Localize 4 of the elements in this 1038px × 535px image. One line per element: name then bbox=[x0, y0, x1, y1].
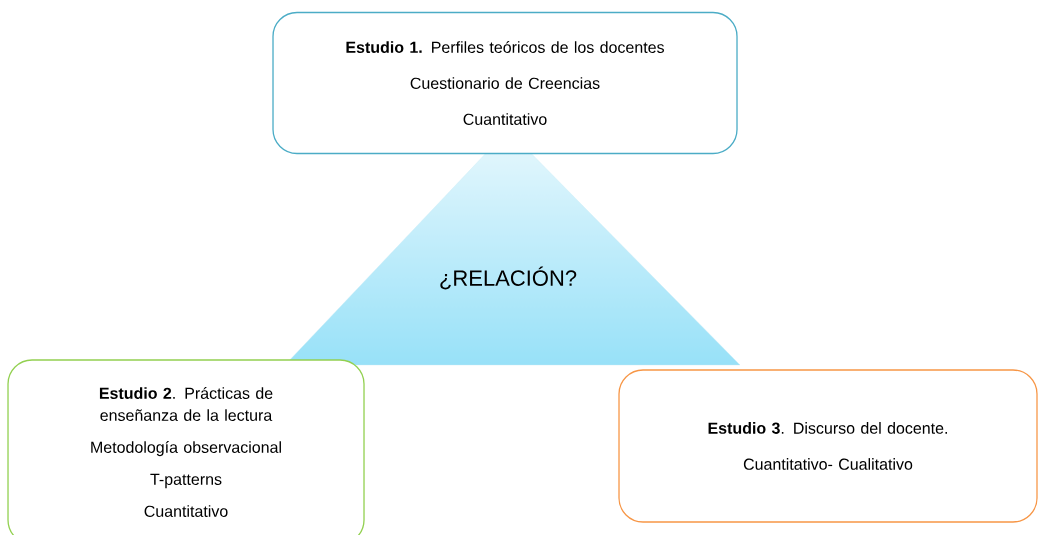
triangle: ¿RELACIÓN? bbox=[284, 129, 741, 366]
text-box: Estudio 3. Discurso del docente. Cuantitativo- Cualitativo bbox=[618, 369, 1038, 523]
text-box: Estudio 2. Prácticas de enseñanza de la lectura Metodología observacional T-patterns Cuantitativo bbox=[7, 359, 365, 535]
text-box: Estudio 1. Perfiles teóricos de los docentes Cuestionario de Creencias Cuantitativo bbox=[272, 11, 738, 155]
